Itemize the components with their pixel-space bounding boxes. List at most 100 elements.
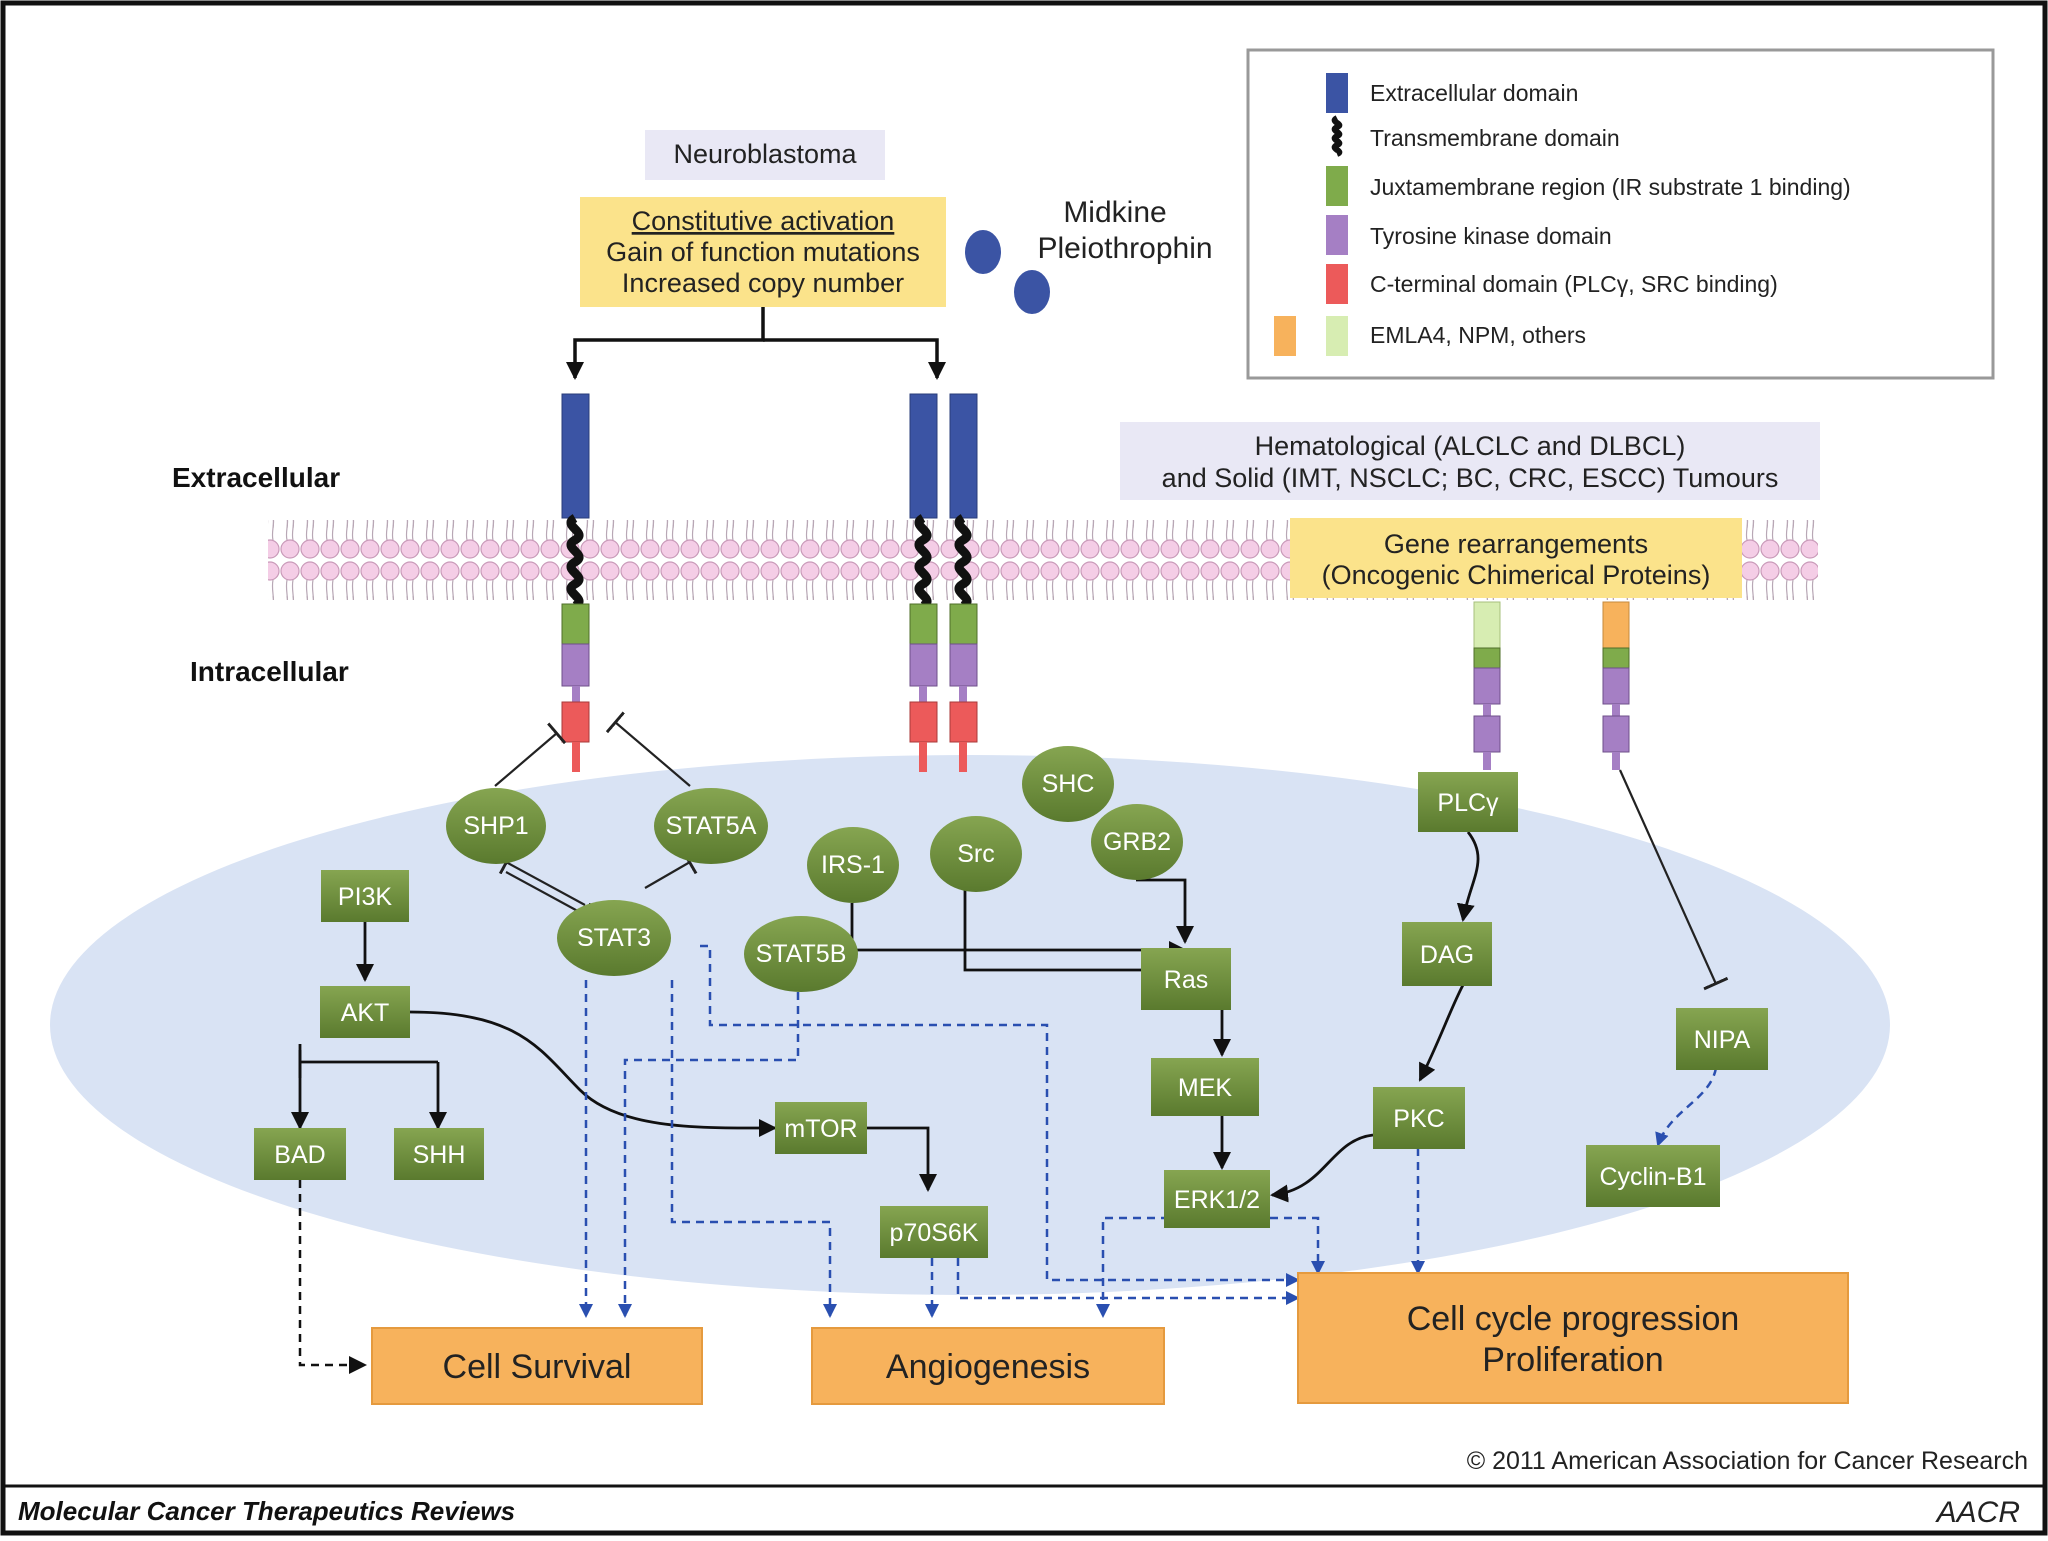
- rect-nodes: PI3K AKT BAD SHH mTOR p70S6K Ras MEK ERK…: [254, 772, 1768, 1258]
- midkine-label: Midkine: [1063, 196, 1166, 229]
- node-src: [930, 816, 1022, 892]
- node-pi3k: [321, 870, 409, 922]
- legend-swatch-fusion-green: [1326, 316, 1348, 356]
- node-bad: [254, 1128, 346, 1180]
- legend-transmembrane: Transmembrane domain: [1370, 125, 1620, 151]
- node-grb2: [1091, 804, 1183, 880]
- legend-swatch-extracellular: [1326, 73, 1348, 113]
- legend-swatch-tyrosine: [1326, 215, 1348, 255]
- node-shh-label: SHH: [413, 1141, 466, 1169]
- node-erk: [1164, 1170, 1270, 1228]
- node-dag: [1402, 922, 1492, 986]
- node-mek-label: MEK: [1178, 1074, 1233, 1102]
- fusion-protein-2: [1602, 601, 1630, 770]
- node-mtor: [775, 1102, 867, 1154]
- gene-rearrangements-box: [1290, 518, 1742, 598]
- bad-to-survival-arrow: [298, 1180, 367, 1374]
- legend-swatch-juxtamembrane: [1326, 166, 1348, 206]
- node-grb2-label: GRB2: [1103, 828, 1171, 856]
- legend: Extracellular domain Transmembrane domai…: [1246, 48, 1995, 380]
- legend-juxtamembrane: Juxtamembrane region (IR substrate 1 bin…: [1370, 174, 1851, 200]
- neuroblastoma-box: [645, 130, 885, 180]
- node-nipa-label: NIPA: [1694, 1026, 1751, 1054]
- extracellular-label: Extracellular: [172, 462, 340, 493]
- node-cyclinb1-label: Cyclin-B1: [1600, 1163, 1707, 1191]
- journal-title: Molecular Cancer Therapeutics Reviews: [18, 1496, 515, 1526]
- node-mek: [1151, 1058, 1259, 1116]
- gene-rearrangements-label-2: (Oncogenic Chimerical Proteins): [1322, 560, 1711, 590]
- legend-tyrosine: Tyrosine kinase domain: [1370, 223, 1612, 249]
- aacr-logo: AACR: [1935, 1496, 2020, 1529]
- node-stat3-label: STAT3: [577, 924, 651, 952]
- node-irs1-label: IRS-1: [821, 851, 885, 879]
- activation-arrows: [300, 831, 1480, 1203]
- outcome-cell-cycle-label-1: Cell cycle progression: [1407, 1300, 1740, 1338]
- constitutive-activation-box: [580, 197, 946, 307]
- arrow-to-receptor-1: [566, 307, 765, 380]
- outcome-angiogenesis-label: Angiogenesis: [886, 1348, 1090, 1386]
- node-plcg-label: PLCγ: [1437, 789, 1499, 817]
- node-p70s6k-label: p70S6K: [890, 1219, 979, 1247]
- outcome-cell-cycle: [1297, 1272, 1849, 1404]
- arrow-to-receptor-2: [763, 338, 946, 380]
- node-ras-label: Ras: [1164, 966, 1208, 994]
- outcome-cell-cycle-label-2: Proliferation: [1482, 1341, 1663, 1379]
- outcome-cell-survival: [371, 1327, 703, 1405]
- node-shc-label: SHC: [1042, 770, 1095, 798]
- inhibition-lines: [494, 711, 1729, 991]
- node-shc: [1022, 746, 1114, 822]
- intracellular-label: Intracellular: [190, 656, 349, 687]
- indirect-arrows: [579, 944, 1718, 1318]
- legend-swatch-transmembrane: [1331, 115, 1343, 157]
- node-pkc-label: PKC: [1393, 1105, 1444, 1133]
- node-ras: [1141, 948, 1231, 1010]
- node-shh: [394, 1128, 484, 1180]
- outcome-cell-survival-label: Cell Survival: [443, 1348, 632, 1386]
- legend-extracellular: Extracellular domain: [1370, 80, 1578, 106]
- pleiothrophin-label: Pleiothrophin: [1037, 232, 1212, 265]
- outcome-angiogenesis: [811, 1327, 1165, 1405]
- node-shp1: [446, 788, 546, 864]
- node-stat5a-label: STAT5A: [666, 812, 757, 840]
- node-pi3k-label: PI3K: [338, 883, 393, 911]
- cytoplasm: [50, 755, 1890, 1295]
- gain-of-function-label: Gain of function mutations: [606, 237, 920, 267]
- node-plcg: [1418, 772, 1518, 832]
- copyright-text: © 2011 American Association for Cancer R…: [1467, 1447, 2028, 1475]
- node-shp1-label: SHP1: [463, 812, 528, 840]
- node-pkc: [1373, 1087, 1465, 1149]
- node-p70s6k: [880, 1206, 988, 1258]
- node-mtor-label: mTOR: [784, 1115, 857, 1143]
- legend-c-terminal: C-terminal domain (PLCγ, SRC binding): [1370, 271, 1778, 297]
- node-stat5b: [744, 916, 858, 992]
- legend-fusion: EMLA4, NPM, others: [1370, 322, 1586, 348]
- node-akt-label: AKT: [341, 999, 390, 1027]
- node-stat3: [557, 900, 671, 976]
- oval-nodes: SHP1 STAT5A STAT3 STAT5B IRS-1 Src SHC G…: [446, 746, 1183, 992]
- node-dag-label: DAG: [1420, 941, 1474, 969]
- fusion-protein-1: [1473, 601, 1501, 770]
- hematological-label-2: and Solid (IMT, NSCLC; BC, CRC, ESCC) Tu…: [1162, 463, 1779, 493]
- alk-receptor-dimer: [909, 393, 978, 772]
- node-bad-label: BAD: [274, 1141, 325, 1169]
- constitutive-activation-label: Constitutive activation: [632, 206, 895, 236]
- node-cyclinb1: [1586, 1145, 1720, 1207]
- legend-swatch-c-terminal: [1326, 264, 1348, 304]
- increased-copy-label: Increased copy number: [622, 268, 904, 298]
- node-stat5a: [654, 788, 768, 864]
- node-erk-label: ERK1/2: [1174, 1186, 1260, 1214]
- node-nipa: [1676, 1008, 1768, 1070]
- node-irs1: [807, 827, 899, 903]
- legend-swatch-fusion-orange: [1274, 316, 1296, 356]
- tumours-box: [1120, 422, 1820, 500]
- ligand-midkine: [965, 230, 1001, 274]
- node-stat5b-label: STAT5B: [756, 940, 847, 968]
- alk-receptor-monomer: [561, 393, 590, 772]
- node-akt: [320, 986, 410, 1038]
- outcomes: Cell Survival Angiogenesis Cell cycle pr…: [371, 1272, 1849, 1405]
- neuroblastoma-label: Neuroblastoma: [673, 139, 857, 169]
- node-src-label: Src: [957, 840, 995, 868]
